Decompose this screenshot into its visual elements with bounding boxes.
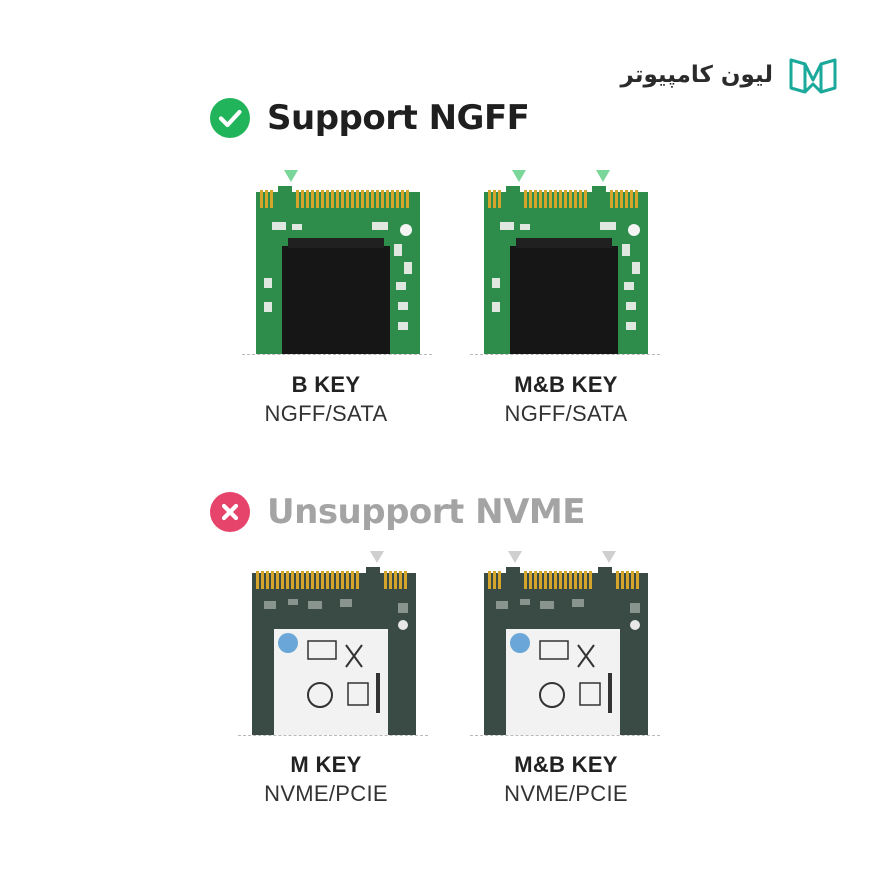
ssd-card-m-key — [238, 563, 428, 753]
card-label-m-key: M KEY NVME/PCIE — [216, 751, 436, 809]
book-shield-icon — [785, 54, 841, 98]
protocol: NVME/PCIE — [264, 781, 388, 806]
key-type: M KEY — [290, 752, 362, 777]
key-notch-marker — [602, 548, 616, 563]
brand-logo: لیون کامپیوتر — [605, 52, 840, 104]
protocol: NGFF/SATA — [264, 401, 388, 426]
ssd-card-mb-key-nvme — [470, 563, 660, 753]
key-notch-marker — [596, 167, 610, 182]
brand-name: لیون کامپیوتر — [620, 62, 773, 88]
x-icon — [210, 492, 250, 532]
key-notch-marker — [508, 548, 522, 563]
protocol: NVME/PCIE — [504, 781, 628, 806]
card-label-b-key: B KEY NGFF/SATA — [216, 371, 436, 429]
card-label-mb-key-nvme: M&B KEY NVME/PCIE — [456, 751, 676, 809]
key-notch-marker — [284, 167, 298, 182]
unsupport-title: Unsupport NVME — [267, 492, 585, 532]
support-title: Support NGFF — [267, 98, 530, 138]
check-icon — [210, 98, 250, 138]
card-label-mb-key: M&B KEY NGFF/SATA — [456, 371, 676, 429]
key-type: B KEY — [291, 372, 361, 397]
key-type: M&B KEY — [514, 372, 618, 397]
protocol: NGFF/SATA — [504, 401, 628, 426]
ssd-card-b-key — [242, 182, 432, 372]
ssd-card-mb-key — [470, 182, 660, 372]
key-notch-marker — [370, 548, 384, 563]
key-notch-marker — [512, 167, 526, 182]
key-type: M&B KEY — [514, 752, 618, 777]
